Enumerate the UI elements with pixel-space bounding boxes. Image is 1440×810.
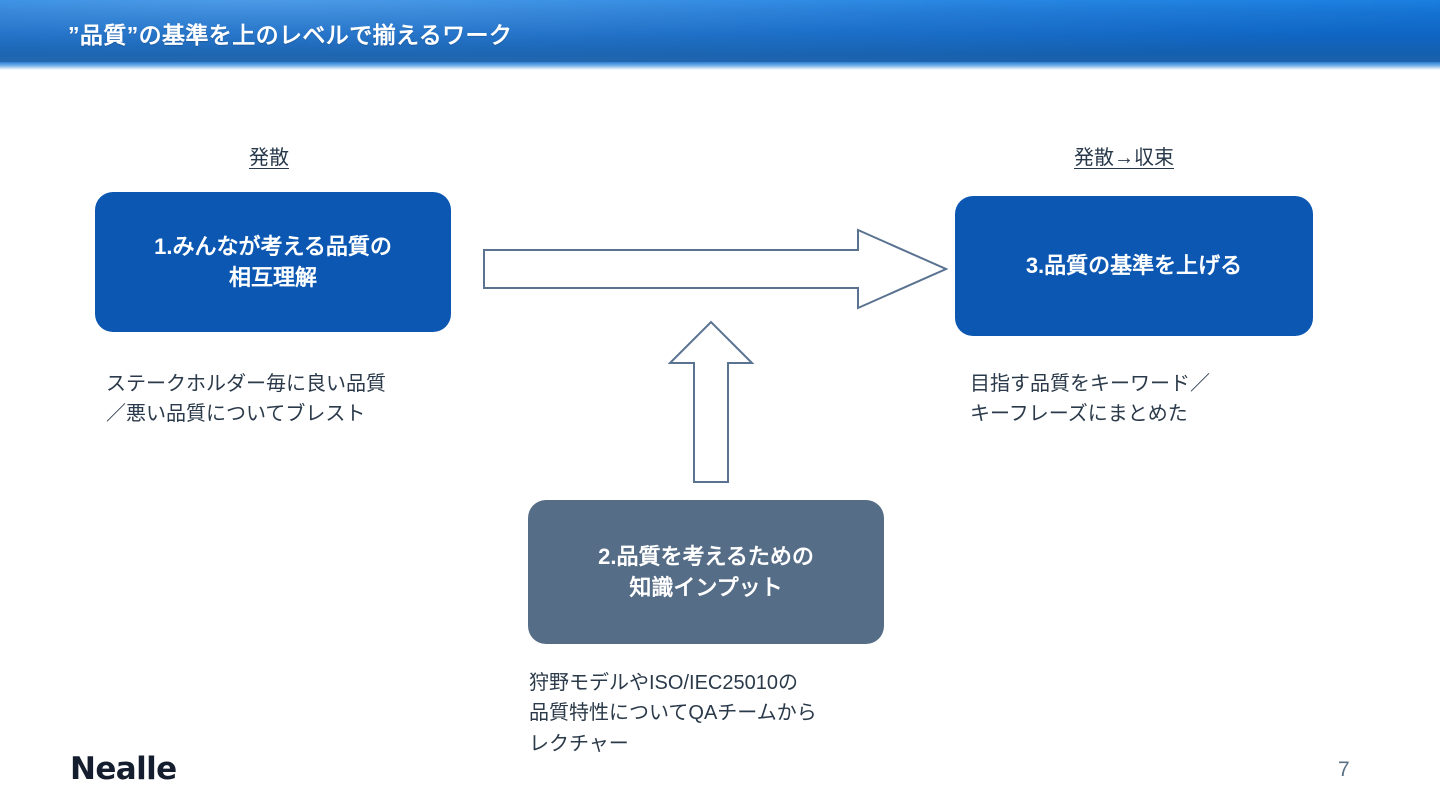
slide-title: ”品質”の基準を上のレベルで揃えるワーク — [68, 22, 513, 48]
stage-label-divergence-convergence: 発散→収束 — [1074, 147, 1174, 169]
header-band-edge — [0, 62, 1440, 70]
caption-step-2: 狩野モデルやISO/IEC25010の 品質特性についてQAチームから レクチャ… — [529, 672, 817, 755]
process-box-step-2[interactable]: 2.品質を考えるための 知識インプット — [528, 500, 884, 644]
company-logo: Nealle — [70, 751, 177, 787]
process-box-step-3[interactable]: 3.品質の基準を上げる — [955, 196, 1313, 336]
stage-label-divergence: 発散 — [249, 147, 289, 169]
caption-step-3: 目指す品質をキーワード／ キーフレーズにまとめた — [970, 373, 1210, 426]
arrow-right-icon — [482, 228, 948, 310]
page-number: 7 — [1338, 758, 1350, 781]
arrow-up-icon — [664, 320, 758, 484]
header-band — [0, 0, 1440, 62]
caption-step-1: ステークホルダー毎に良い品質 ／悪い品質についてブレスト — [106, 373, 386, 426]
process-box-step-1[interactable]: 1.みんなが考える品質の 相互理解 — [95, 192, 451, 332]
